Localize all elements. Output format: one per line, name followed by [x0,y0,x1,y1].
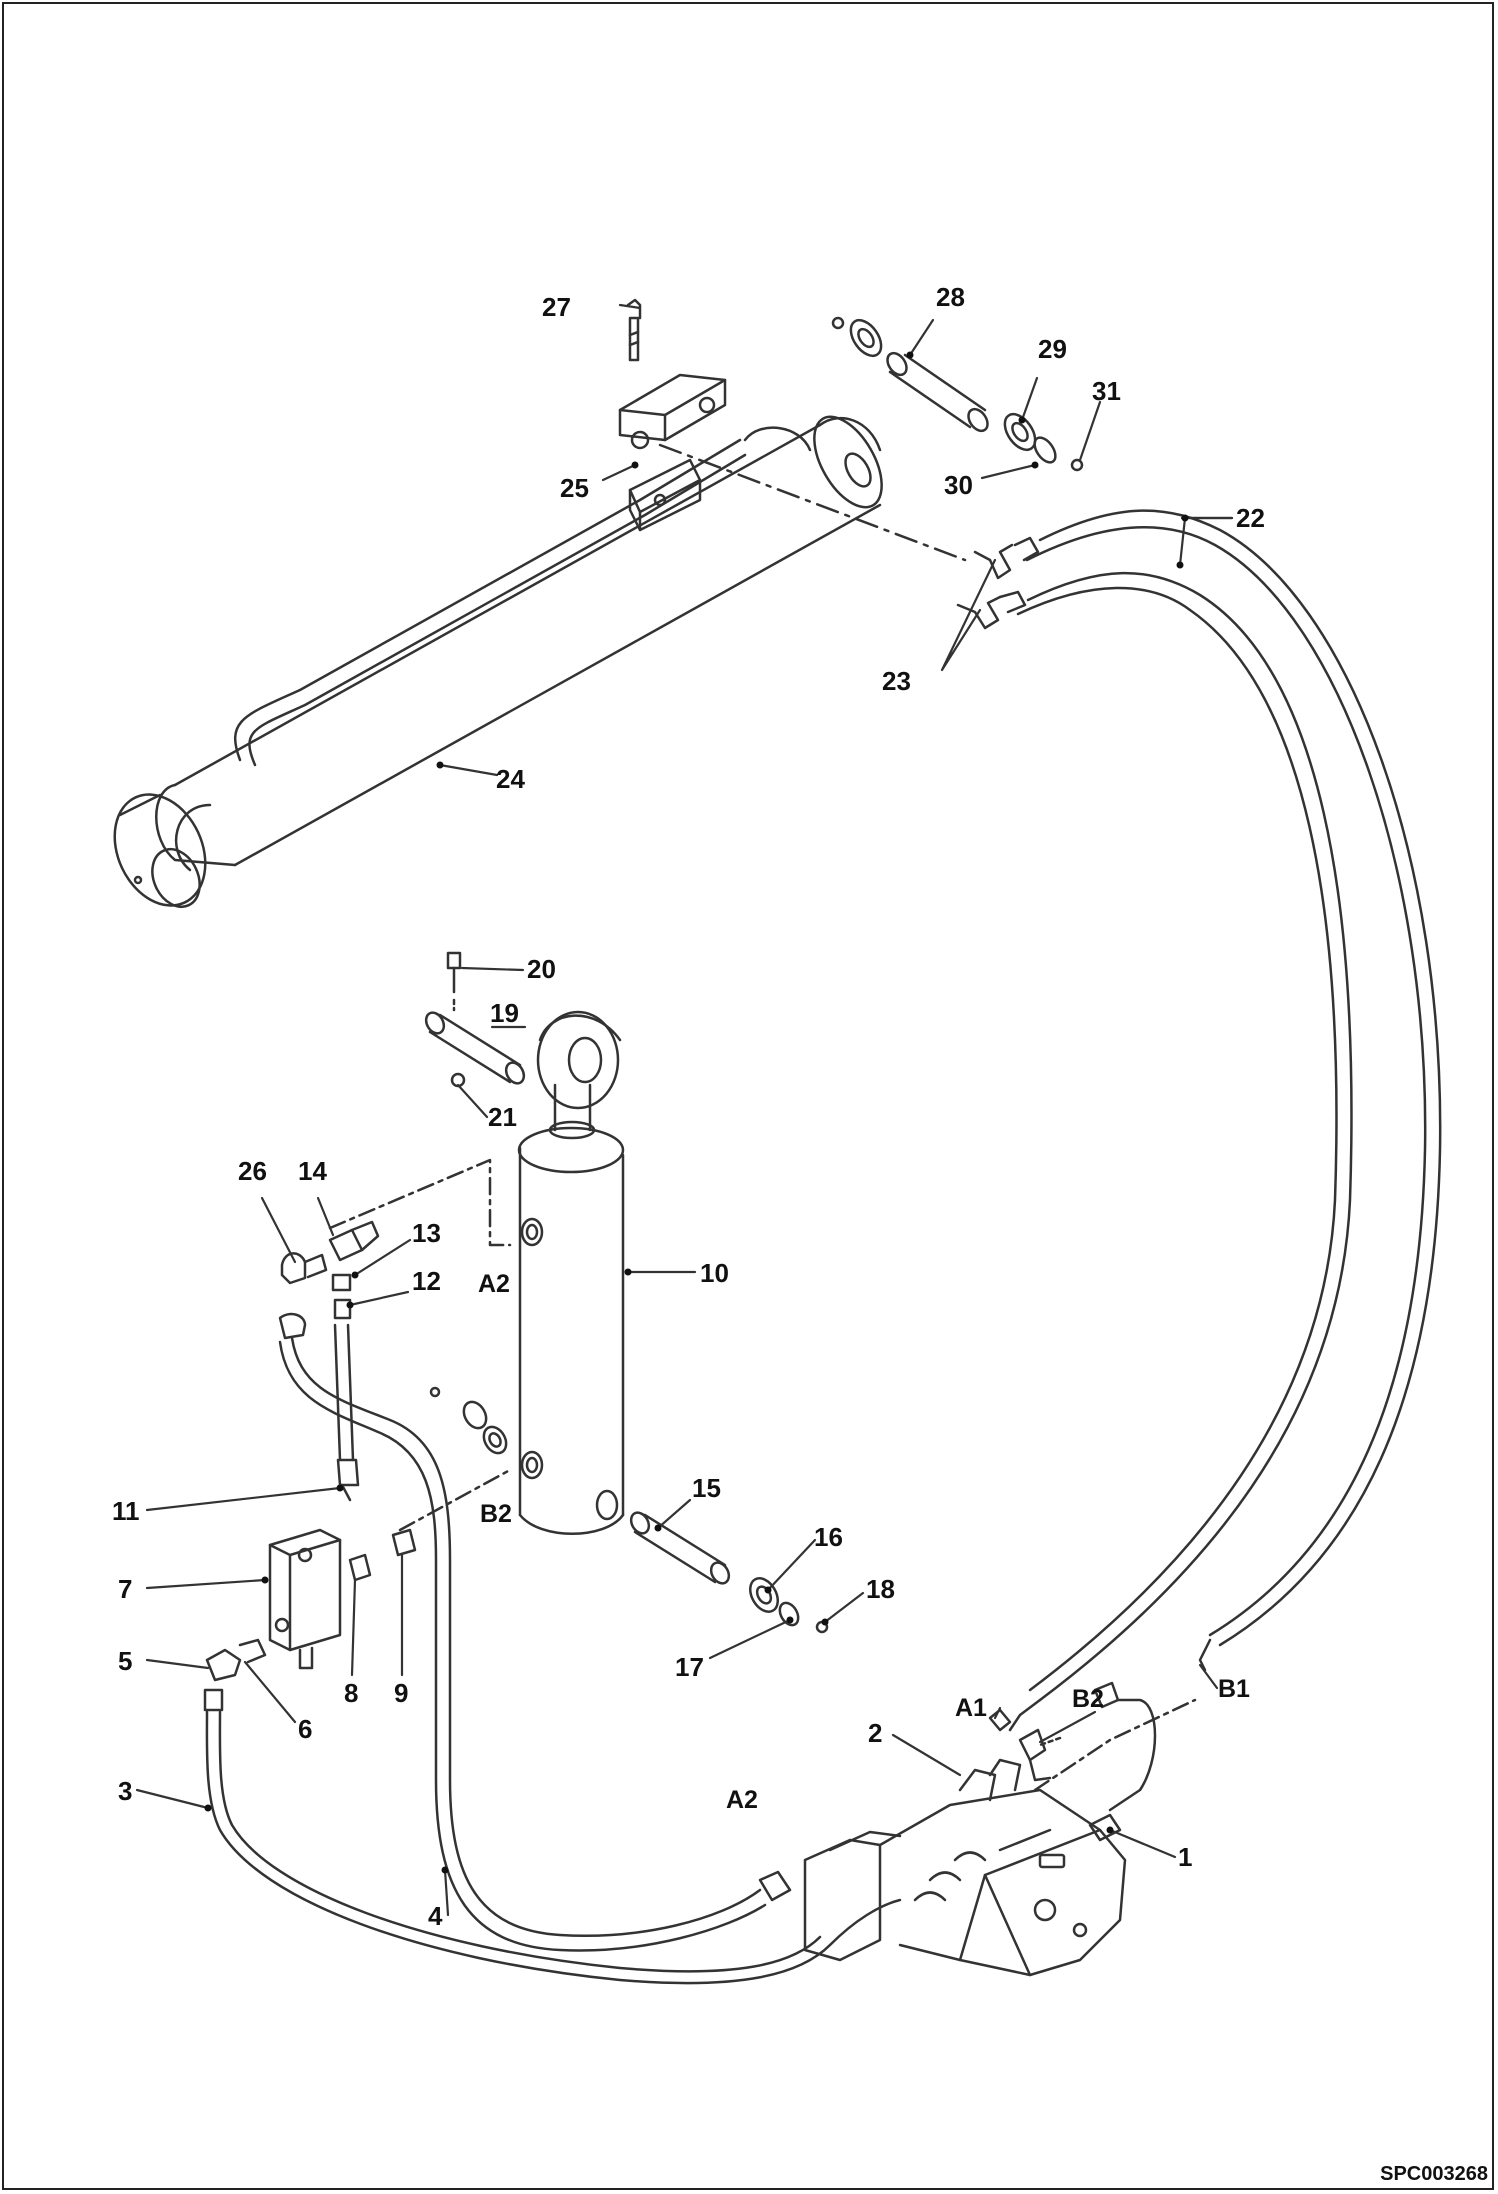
callout-31: 31 [1092,376,1121,406]
callout-22: 22 [1236,503,1265,533]
callout-labels: 1 2 3 4 5 6 7 8 9 10 11 12 13 14 15 16 1… [112,282,1265,1931]
callout-27: 27 [542,292,571,322]
callout-11: 11 [112,1496,140,1526]
callout-10: 10 [700,1258,729,1288]
leader-dots [204,351,1189,1874]
control-valve-1 [803,1681,1157,1977]
port-label-a1: A1 [955,1694,987,1722]
valve-block-25 [618,298,727,532]
callout-16: 16 [814,1522,843,1552]
fittings-12-13-14-26 [278,1220,380,1340]
port-label-b1: B1 [1218,1675,1250,1703]
callout-17: 17 [675,1652,704,1682]
callout-28: 28 [936,282,965,312]
arm-cylinder-10 [517,1010,625,1535]
hose-11-valve-7 [268,1323,417,1670]
boom-cylinder-24 [113,415,883,908]
callout-30: 30 [944,470,973,500]
port-label-a2-valve: A2 [726,1786,758,1814]
port-label-b2-cylinder: B2 [480,1500,512,1528]
callout-19: 19 [490,998,519,1028]
callout-24: 24 [496,764,525,794]
pin-19-bolt-20-nut-21 [424,951,526,1088]
callout-20: 20 [527,954,556,984]
callout-3: 3 [118,1776,132,1806]
callout-18: 18 [866,1574,895,1604]
drawing-code: SPC003268 [1380,2163,1488,2185]
hoses-22 [1008,509,1442,1732]
callout-25: 25 [560,473,589,503]
callout-12: 12 [412,1266,441,1296]
callout-6: 6 [298,1714,312,1744]
callout-1: 1 [1178,1842,1192,1872]
callout-2: 2 [868,1718,882,1748]
callout-26: 26 [238,1156,267,1186]
callout-9: 9 [394,1678,408,1708]
callout-14: 14 [298,1156,327,1186]
callout-8: 8 [344,1678,358,1708]
callout-4: 4 [428,1901,443,1931]
port-label-b2-valve: B2 [1072,1685,1104,1713]
callout-15: 15 [692,1473,721,1503]
callout-21: 21 [488,1102,517,1132]
port-label-a2-cylinder: A2 [478,1270,510,1298]
hose-3-fittings-5-6 [203,1638,902,1985]
pin-15-group [429,1386,829,1634]
callout-23: 23 [882,666,911,696]
callout-29: 29 [1038,334,1067,364]
elbow-fittings-23 [956,536,1040,630]
hose-4 [278,1336,792,1952]
leader-lines [135,303,1234,1917]
callout-13: 13 [412,1218,441,1248]
pin-28 [831,316,1084,472]
callout-5: 5 [118,1646,132,1676]
callout-7: 7 [118,1574,132,1604]
